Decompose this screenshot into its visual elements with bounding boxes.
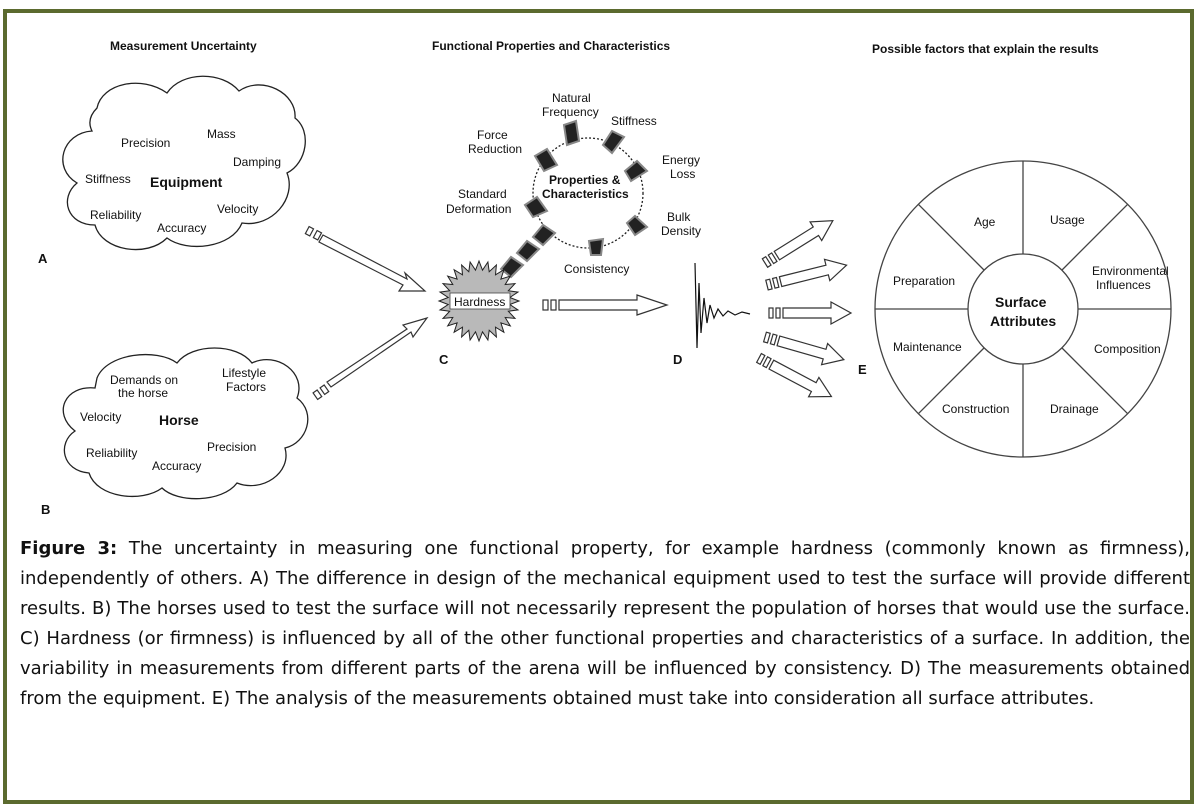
property-frequency: Frequency [542, 105, 599, 119]
horse-term-demands-2: the horse [118, 386, 168, 400]
attribute-usage: Usage [1050, 213, 1085, 227]
attribute-age: Age [974, 215, 996, 229]
horse-term-accuracy: Accuracy [152, 459, 201, 473]
attribute-influences: Influences [1096, 278, 1151, 292]
equipment-cloud [62, 75, 306, 251]
property-loss: Loss [670, 167, 695, 181]
attributes-center-2: Attributes [990, 313, 1056, 329]
attribute-construction: Construction [942, 402, 1009, 416]
equipment-title: Equipment [150, 174, 223, 190]
property-stiffness: Stiffness [611, 114, 657, 128]
horse-term-lifestyle-1: Lifestyle [222, 366, 266, 380]
arrow-horse-to-hardness [312, 316, 429, 401]
equipment-term-velocity: Velocity [217, 202, 258, 216]
properties-circle [532, 137, 644, 249]
letter-a: A [38, 251, 48, 266]
property-natural: Natural [552, 91, 591, 105]
equipment-term-damping: Damping [233, 155, 281, 169]
heading-possible-factors: Possible factors that explain the result… [872, 42, 1099, 56]
properties-center-1: Properties & [549, 173, 621, 187]
arrow-hardness-to-measurement [542, 294, 669, 316]
attribute-maintenance: Maintenance [893, 340, 962, 354]
horse-term-lifestyle-2: Factors [226, 380, 266, 394]
heading-functional-properties: Functional Properties and Characteristic… [432, 39, 670, 53]
attributes-center-1: Surface [995, 294, 1047, 310]
heading-measurement-uncertainty: Measurement Uncertainty [110, 39, 257, 53]
property-density: Density [661, 224, 701, 238]
attribute-environmental: Environmental [1092, 264, 1169, 278]
arrows-measurement-to-attributes [755, 219, 853, 398]
letter-d: D [673, 352, 682, 367]
property-force: Force [477, 128, 508, 142]
equipment-term-precision: Precision [121, 136, 170, 150]
attribute-drainage: Drainage [1050, 402, 1099, 416]
figure-frame: Measurement Uncertainty Functional Prope… [3, 9, 1194, 804]
equipment-term-accuracy: Accuracy [157, 221, 206, 235]
horse-term-precision: Precision [207, 440, 256, 454]
property-chevrons [499, 119, 649, 279]
attribute-preparation: Preparation [893, 274, 955, 288]
property-reduction: Reduction [468, 142, 522, 156]
diagram: Measurement Uncertainty Functional Prope… [38, 39, 1172, 517]
property-bulk: Bulk [667, 210, 691, 224]
arrow-equipment-to-hardness [304, 225, 427, 292]
letter-e: E [858, 362, 867, 377]
wheel-spoke [1061, 347, 1129, 415]
wheel-spoke [917, 203, 985, 271]
equipment-term-stiffness: Stiffness [85, 172, 131, 186]
caption-label: Figure 3: [20, 538, 118, 559]
property-consistency: Consistency [564, 262, 629, 276]
letter-c: C [439, 352, 449, 367]
wheel-spoke [1061, 203, 1129, 271]
properties-center-2: Characteristics [542, 187, 629, 201]
hardness-label: Hardness [454, 295, 505, 309]
figure-caption: Figure 3: The uncertainty in measuring o… [20, 534, 1190, 714]
horse-cloud [62, 347, 309, 500]
horse-term-reliability: Reliability [86, 446, 137, 460]
letter-b: B [41, 502, 50, 517]
wheel-spoke [917, 347, 985, 415]
horse-term-demands-1: Demands on [110, 373, 178, 387]
attribute-composition: Composition [1094, 342, 1161, 356]
caption-text: The uncertainty in measuring one functio… [20, 538, 1190, 709]
property-standard: Standard [458, 187, 507, 201]
property-deformation: Deformation [446, 202, 511, 216]
equipment-term-reliability: Reliability [90, 208, 141, 222]
surface-attributes-wheel [874, 160, 1172, 458]
property-energy: Energy [662, 153, 700, 167]
equipment-term-mass: Mass [207, 127, 236, 141]
horse-title: Horse [159, 412, 199, 428]
signal-waveform [694, 262, 751, 349]
hardness-starburst [437, 259, 521, 343]
horse-term-velocity: Velocity [80, 410, 121, 424]
